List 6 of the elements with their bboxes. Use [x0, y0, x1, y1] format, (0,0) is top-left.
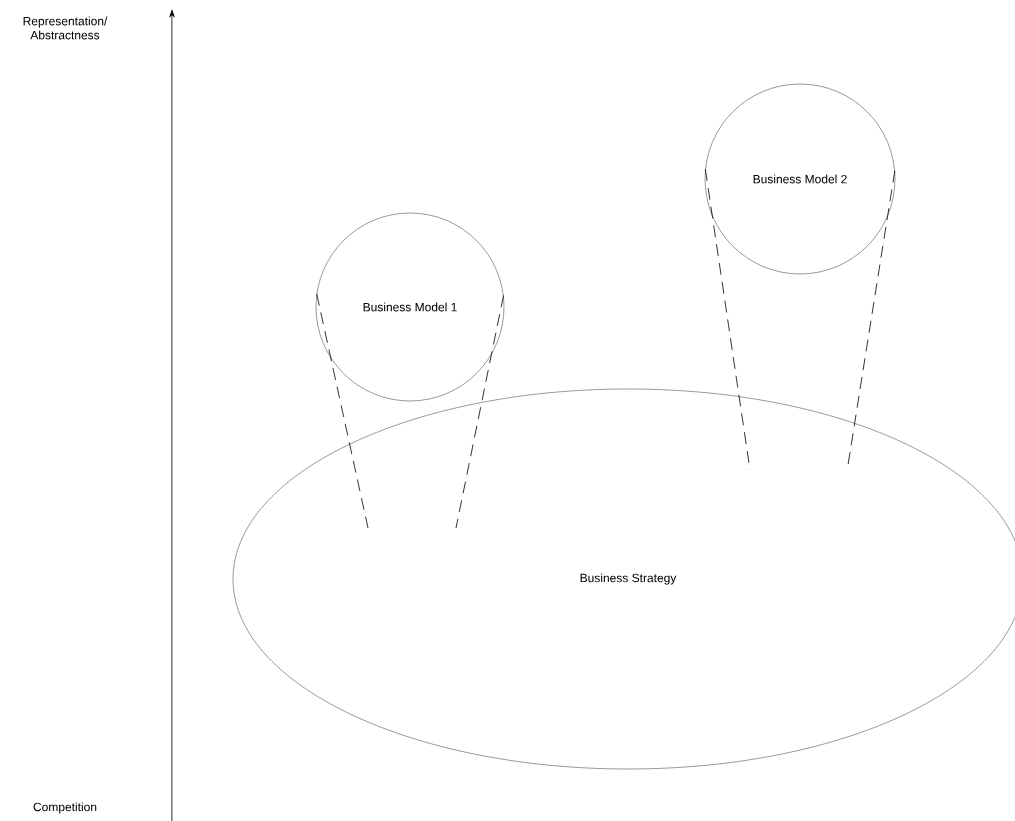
dashed-line — [847, 170, 896, 466]
dashed-line — [316, 293, 369, 529]
axis-label: Representation/ Abstractness — [23, 16, 108, 40]
dashed-line — [704, 168, 751, 471]
axis-label: Competition — [33, 802, 97, 814]
dashed-line — [455, 295, 504, 529]
